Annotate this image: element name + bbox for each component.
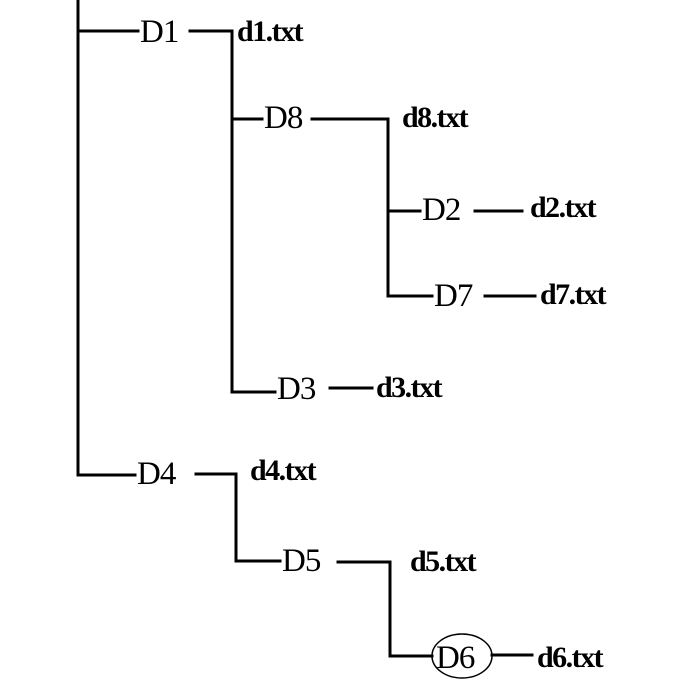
file-label-d4: d4.txt (250, 454, 317, 487)
node-label-d8: D8 (264, 100, 303, 136)
directory-labels: D1 D8 D2 D7 D3 D4 D5 D6 (137, 14, 476, 676)
node-label-d7: D7 (434, 278, 473, 314)
tree-connectors (76, 0, 537, 658)
node-label-d3: D3 (277, 371, 316, 407)
node-label-d6: D6 (436, 640, 475, 676)
edge-d4-file (194, 472, 238, 563)
edge-d1-file (188, 29, 234, 46)
edge-d5-file (336, 560, 392, 658)
node-label-d4: D4 (137, 456, 176, 492)
file-label-d1: d1.txt (237, 15, 304, 48)
file-label-d5: d5.txt (410, 545, 477, 578)
file-label-d3: d3.txt (376, 371, 443, 404)
edge-d8-file (310, 117, 390, 298)
node-label-d1: D1 (140, 14, 178, 50)
node-label-d5: D5 (282, 543, 321, 579)
file-label-d8: d8.txt (402, 101, 469, 134)
file-label-d7: d7.txt (540, 278, 607, 311)
file-label-d2: d2.txt (530, 191, 597, 224)
file-label-d6: d6.txt (537, 641, 604, 674)
file-labels: d1.txt d8.txt d2.txt d7.txt d3.txt d4.tx… (237, 15, 608, 674)
node-label-d2: D2 (422, 192, 460, 228)
d6-highlight-ring (431, 633, 493, 679)
